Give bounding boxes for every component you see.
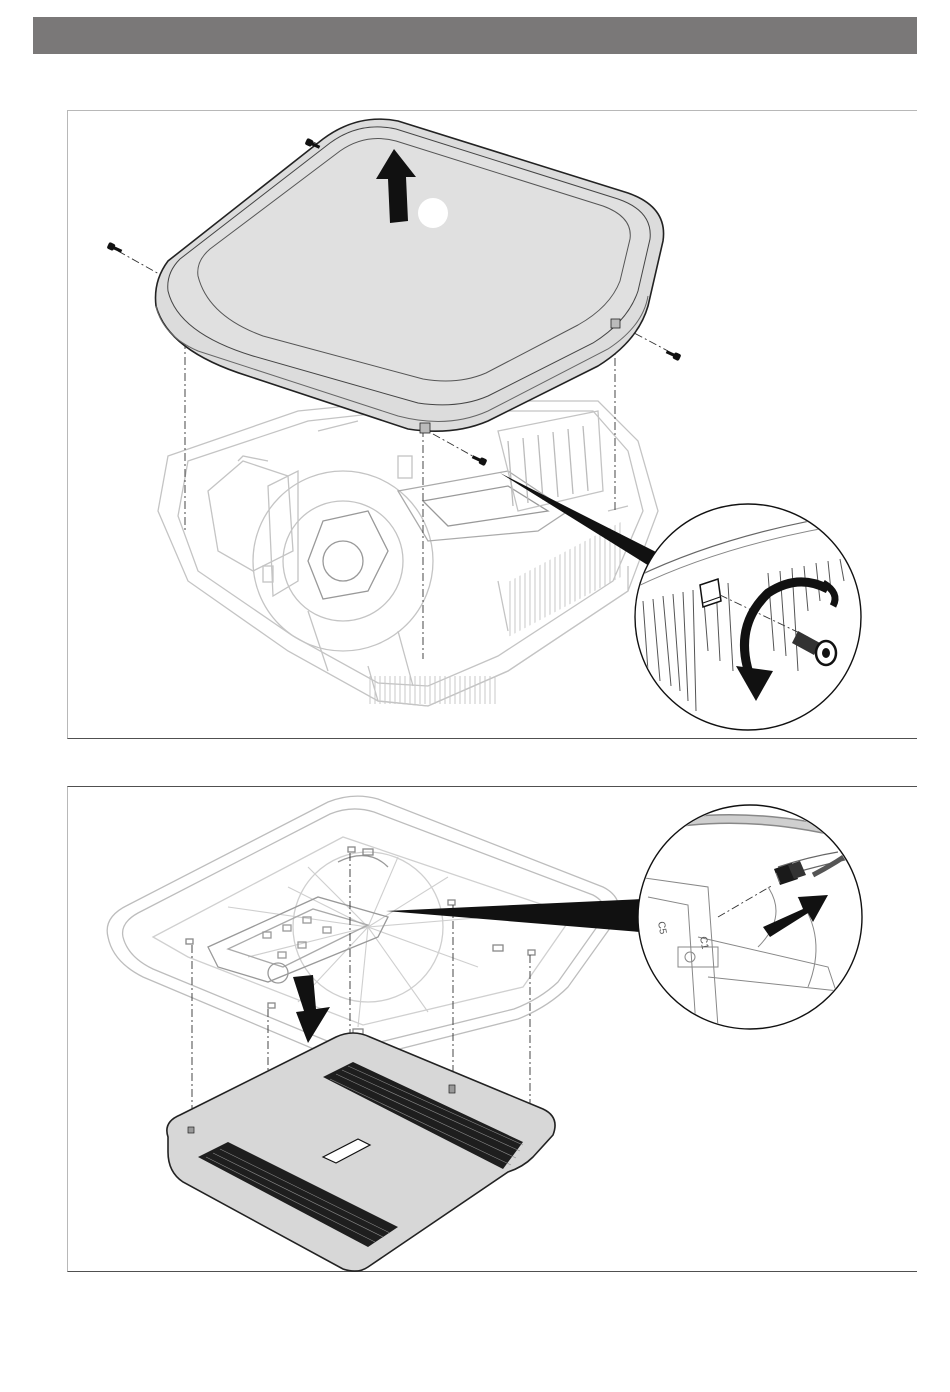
header-bar	[33, 17, 917, 54]
illustration-remove-cover	[68, 111, 918, 740]
illustration-panel-install-cover: C5 C1	[67, 786, 917, 1272]
ceiling-frame	[107, 796, 619, 1059]
ceiling-cover	[167, 1033, 555, 1271]
top-cover	[156, 119, 664, 433]
illustration-install-cover: C5 C1	[68, 787, 918, 1273]
connector-label-c5: C5	[655, 921, 668, 936]
illustration-panel-remove-cover	[67, 110, 917, 739]
connector-label-c1: C1	[697, 936, 710, 951]
magnifier-callout-icon: C5 C1	[638, 805, 862, 1029]
base-unit	[158, 401, 658, 706]
magnifier-callout-icon	[628, 504, 868, 730]
